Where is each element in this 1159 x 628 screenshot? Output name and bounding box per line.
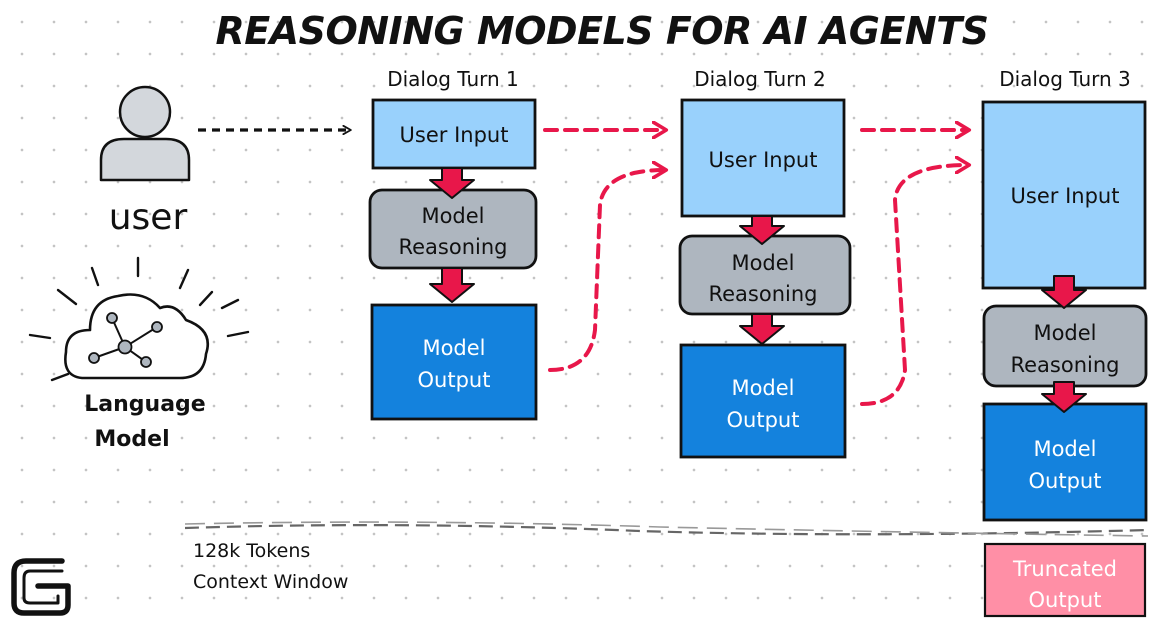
turn-3-arrow-down-1 [1041,275,1087,309]
turn-1-reasoning-box: Model Reasoning [368,188,538,270]
context-window-line-2 [184,521,1149,537]
turn-3-output-line2: Output [1029,469,1102,493]
turn-2-label: Dialog Turn 2 [694,67,826,91]
turn-2-user-input-box: User Input [680,98,846,218]
language-model-label-line2: Model [94,427,169,452]
output2-to-input3-arrow [860,165,968,406]
turn-1-arrow-down-1 [429,167,475,199]
turn-1-label: Dialog Turn 1 [387,67,519,91]
g-logo-icon [11,558,71,616]
turn-3-truncated-output-box: Truncated Output [983,542,1147,618]
diagram-title: REASONING MODELS FOR AI AGENTS [215,9,988,53]
turn-1-input-label: User Input [400,123,509,147]
turn-2-output-line1: Model [731,376,794,400]
turn-3-arrow-down-2 [1041,381,1087,413]
turn-2-reasoning-box: Model Reasoning [678,234,852,316]
turn-1-reasoning-line2: Reasoning [398,235,507,259]
turn-1-reasoning-line1: Model [421,204,484,228]
turn-1-user-input-box: User Input [371,98,537,170]
turn-1-output-line1: Model [422,336,485,360]
turn-3-user-input-box: User Input [981,100,1147,290]
context-window-tokens: 128k Tokens [193,540,310,562]
turn-3-input-label: User Input [1011,184,1120,208]
language-model-label-line1: Language [84,392,205,417]
turn-2-output-line2: Output [727,408,800,432]
turn-3-truncated-line1: Truncated [1012,557,1117,581]
user-label: user [109,197,188,238]
turn-3-reasoning-line2: Reasoning [1010,353,1119,377]
turn-3-output-box: Model Output [982,402,1148,522]
turn-1-arrow-down-2 [429,267,475,303]
turn-3-output-line1: Model [1033,437,1096,461]
turn-2-arrow-down-1 [739,215,785,245]
output1-to-input2-arrow [548,170,665,372]
turn-2-output-box: Model Output [679,343,847,459]
turn-2-arrow-down-2 [739,313,785,345]
turn-3-reasoning-box: Model Reasoning [982,304,1148,388]
turn-3-truncated-line2: Output [1029,588,1102,612]
context-window-label: Context Window [193,571,348,593]
turn-1-output-box: Model Output [370,303,538,421]
turn-2-reasoning-line1: Model [731,251,794,275]
language-model-cloud-icon [28,256,250,382]
turn-3-reasoning-line1: Model [1033,321,1096,345]
user-avatar-icon [99,85,191,182]
turn-2-reasoning-line2: Reasoning [708,282,817,306]
turn-3-label: Dialog Turn 3 [999,67,1131,91]
turn-1-output-line2: Output [418,368,491,392]
turn-2-input-label: User Input [709,148,818,172]
